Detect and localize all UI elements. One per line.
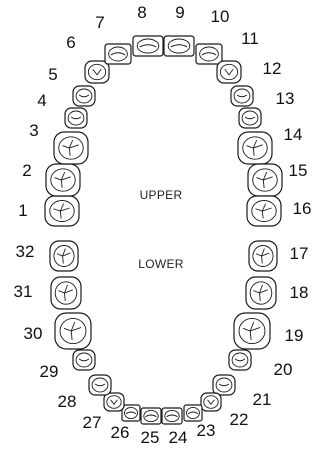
tooth-number-30: 30: [24, 324, 43, 343]
tooth-21[interactable]: [213, 375, 235, 395]
tooth-number-21: 21: [253, 390, 272, 409]
tooth-number-13: 13: [276, 89, 295, 108]
tooth-number-15: 15: [289, 161, 308, 180]
tooth-number-22: 22: [230, 410, 249, 429]
tooth-24[interactable]: [162, 408, 182, 424]
tooth-number-6: 6: [66, 33, 75, 52]
upper-arch-label: UPPER: [140, 188, 183, 202]
tooth-11[interactable]: [217, 61, 241, 83]
tooth-number-9: 9: [175, 3, 184, 22]
tooth-number-1: 1: [18, 201, 27, 220]
tooth-number-14: 14: [284, 125, 303, 144]
tooth-number-20: 20: [274, 360, 293, 379]
tooth-25[interactable]: [141, 408, 161, 424]
tooth-number-17: 17: [290, 244, 309, 263]
tooth-23[interactable]: [184, 405, 202, 421]
tooth-3[interactable]: [54, 132, 88, 164]
tooth-number-18: 18: [290, 283, 309, 302]
tooth-2[interactable]: [46, 164, 80, 196]
tooth-29[interactable]: [73, 350, 95, 370]
tooth-number-28: 28: [58, 392, 77, 411]
tooth-17[interactable]: [249, 241, 277, 271]
tooth-number-2: 2: [22, 161, 31, 180]
tooth-10[interactable]: [196, 44, 222, 64]
tooth-6[interactable]: [85, 61, 109, 83]
lower-arch-label: LOWER: [138, 257, 184, 271]
tooth-9[interactable]: [164, 36, 194, 56]
tooth-number-7: 7: [95, 13, 104, 32]
tooth-32[interactable]: [50, 241, 78, 271]
tooth-number-8: 8: [137, 3, 146, 22]
tooth-number-10: 10: [211, 7, 230, 26]
tooth-number-29: 29: [40, 362, 59, 381]
tooth-1[interactable]: [45, 196, 79, 226]
tooth-number-3: 3: [29, 121, 38, 140]
tooth-18[interactable]: [246, 277, 276, 309]
tooth-13[interactable]: [239, 108, 261, 128]
tooth-14[interactable]: [238, 132, 272, 164]
tooth-30[interactable]: [55, 313, 91, 349]
tooth-12[interactable]: [231, 86, 253, 106]
tooth-27[interactable]: [104, 393, 124, 411]
tooth-31[interactable]: [51, 277, 81, 309]
tooth-number-4: 4: [37, 91, 46, 110]
tooth-number-16: 16: [293, 199, 312, 218]
tooth-19[interactable]: [234, 313, 270, 349]
tooth-20[interactable]: [229, 350, 251, 370]
tooth-number-27: 27: [83, 413, 102, 432]
tooth-number-12: 12: [263, 59, 282, 78]
tooth-number-26: 26: [111, 423, 130, 442]
tooth-22[interactable]: [201, 393, 221, 411]
tooth-26[interactable]: [122, 405, 140, 421]
tooth-7[interactable]: [105, 44, 131, 64]
tooth-8[interactable]: [133, 36, 163, 56]
tooth-number-5: 5: [48, 65, 57, 84]
tooth-16[interactable]: [247, 196, 281, 226]
tooth-number-31: 31: [14, 282, 33, 301]
tooth-number-23: 23: [197, 421, 216, 440]
teeth-layer: [45, 36, 282, 424]
tooth-number-32: 32: [16, 242, 35, 261]
tooth-number-25: 25: [141, 428, 160, 447]
tooth-15[interactable]: [248, 164, 282, 196]
tooth-4[interactable]: [65, 108, 87, 128]
tooth-number-19: 19: [285, 326, 304, 345]
tooth-number-11: 11: [241, 29, 259, 48]
tooth-5[interactable]: [73, 86, 95, 106]
tooth-28[interactable]: [89, 375, 111, 395]
tooth-number-24: 24: [169, 428, 188, 447]
